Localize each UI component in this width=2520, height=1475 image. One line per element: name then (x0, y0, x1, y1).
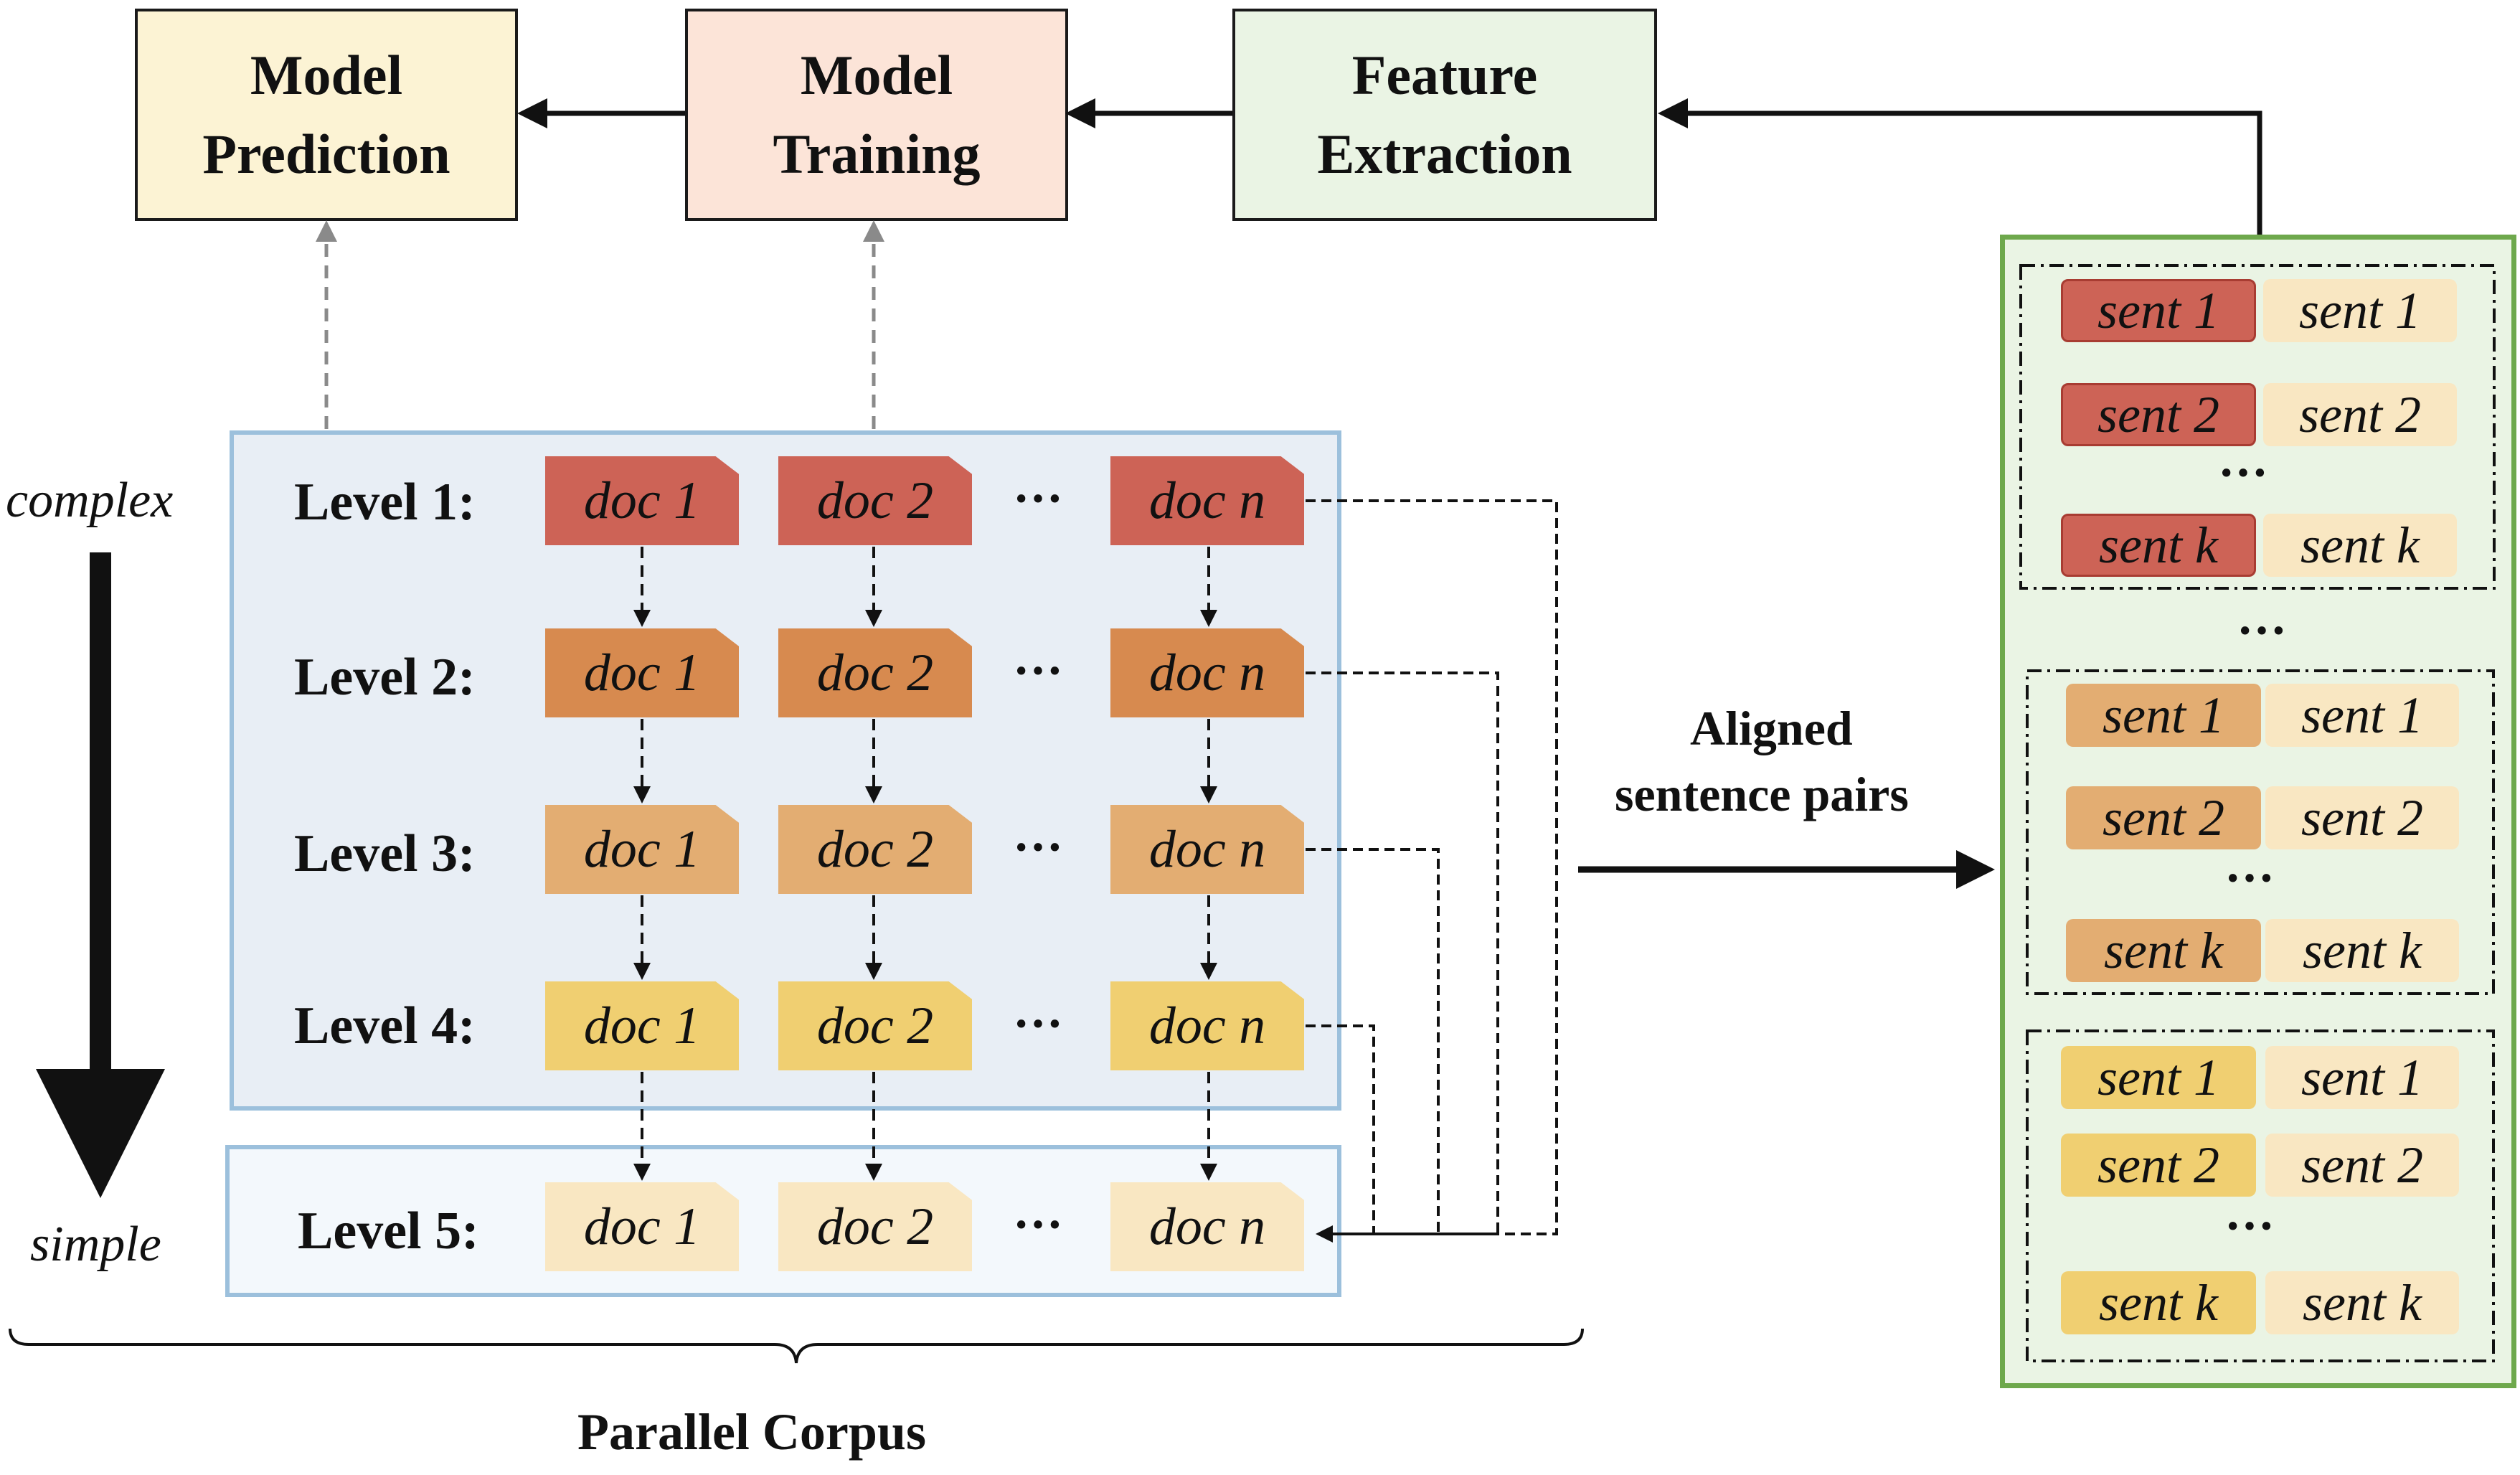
level-3-label: Level 3: (294, 824, 476, 883)
group-1-source-sentence: sent k (2061, 514, 2256, 577)
feature-extraction-line2: Extraction (1317, 123, 1572, 185)
level-4-doc-card: doc 1 (545, 981, 739, 1070)
group-1-source-sentence: sent 2 (2061, 383, 2256, 446)
level-3-doc-card: doc 2 (778, 805, 972, 894)
complex-label: complex (6, 473, 174, 528)
model-training-line1: Model (800, 44, 953, 106)
level-2-label: Level 2: (294, 648, 476, 707)
group-1-target-sentence: sent k (2263, 514, 2457, 577)
group-1-target-sentence: sent 1 (2263, 279, 2457, 342)
level-5-doc-card: doc 2 (778, 1182, 972, 1271)
model-prediction-line1: Model (250, 44, 403, 106)
level-2-ellipsis: ··· (1013, 644, 1064, 699)
group-2-target-sentence: sent 2 (2265, 786, 2459, 849)
model-training-line2: Training (773, 123, 981, 185)
model-prediction-line2: Prediction (202, 123, 450, 185)
level-4-ellipsis: ··· (1013, 996, 1064, 1052)
model-training-box: Model Training (685, 9, 1068, 221)
level-2-doc-card: doc n (1110, 628, 1304, 717)
level-5-doc-card: doc 1 (545, 1182, 739, 1271)
level-4-doc-card: doc n (1110, 981, 1304, 1070)
group-1-target-sentence: sent 2 (2263, 383, 2457, 446)
level-5-ellipsis: ··· (1013, 1197, 1064, 1253)
aligned-label-line1: Aligned (1690, 701, 1853, 755)
level-5-label: Level 5: (298, 1202, 479, 1260)
level-4-doc-card: doc 2 (778, 981, 972, 1070)
group-2-source-sentence: sent k (2066, 919, 2261, 982)
level-1-label: Level 1: (294, 473, 476, 532)
feature-extraction-box: Feature Extraction (1232, 9, 1657, 221)
group-3-target-sentence: sent 2 (2265, 1134, 2459, 1197)
level-3-doc-card: doc 1 (545, 805, 739, 894)
group-2-source-sentence: sent 1 (2066, 684, 2261, 747)
level-3-ellipsis: ··· (1013, 820, 1064, 875)
model-prediction-box: Model Prediction (135, 9, 518, 221)
group-3-source-sentence: sent 2 (2061, 1134, 2256, 1197)
parallel-corpus-label: Parallel Corpus (577, 1403, 926, 1461)
group-2-target-sentence: sent k (2265, 919, 2459, 982)
group-3-source-sentence: sent k (2061, 1271, 2256, 1334)
level-2-doc-card: doc 2 (778, 628, 972, 717)
level-2-doc-card: doc 1 (545, 628, 739, 717)
simple-label: simple (30, 1217, 161, 1272)
aligned-label-line2: sentence pairs (1615, 767, 1909, 821)
level-3-doc-card: doc n (1110, 805, 1304, 894)
level-5-doc-card: doc n (1110, 1182, 1304, 1271)
feature-extraction-line1: Feature (1351, 44, 1538, 106)
group-3-source-sentence: sent 1 (2061, 1046, 2256, 1109)
level-4-label: Level 4: (294, 996, 476, 1055)
group-2-target-sentence: sent 1 (2265, 684, 2459, 747)
group-2-source-sentence: sent 2 (2066, 786, 2261, 849)
group-3-ellipsis: ··· (2224, 1199, 2275, 1254)
level-1-ellipsis: ··· (1013, 471, 1064, 527)
level-1-doc-card: doc 2 (778, 456, 972, 545)
group-2-ellipsis: ··· (2224, 851, 2275, 906)
group-1-source-sentence: sent 1 (2061, 279, 2256, 342)
group-3-target-sentence: sent k (2265, 1271, 2459, 1334)
group-3-target-sentence: sent 1 (2265, 1046, 2459, 1109)
level-1-doc-card: doc 1 (545, 456, 739, 545)
group-1-ellipsis: ··· (2218, 446, 2269, 501)
level-1-doc-card: doc n (1110, 456, 1304, 545)
between-groups-ellipsis: ··· (2237, 603, 2288, 659)
